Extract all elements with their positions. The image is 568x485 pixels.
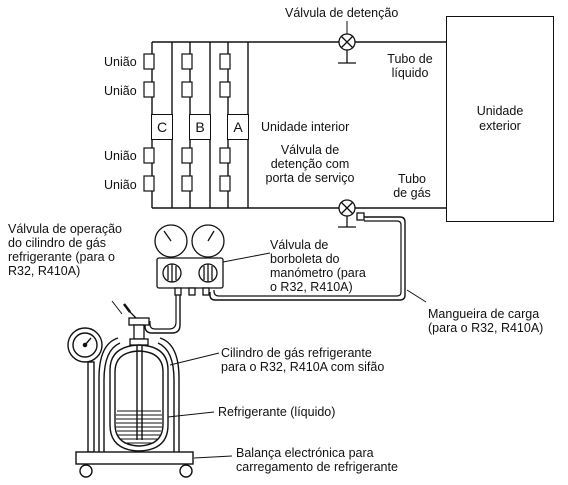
charging-hose-label-line-1: Mangueira de carga [428, 307, 540, 321]
siphon-tube [136, 345, 143, 440]
cylinder-label-line-1: Cilindro de gás refrigerante [221, 346, 372, 360]
liquid-level [116, 410, 162, 444]
cylinder-label: Cilindro de gás refrigerante para o R32,… [221, 346, 384, 374]
cylinder-valve-label-line-1: Válvula de operação [8, 222, 122, 236]
cylinder-hose [144, 295, 181, 334]
electronic-scale [67, 327, 194, 478]
cylinder-frame [98, 337, 180, 452]
outdoor-unit-label-2: exterior [479, 119, 521, 133]
indoor-unit-b: B [189, 114, 211, 140]
cylinder-label-line-2: para o R32, R410A com sifão [221, 360, 385, 374]
liquid-stop-valve-label: Válvula de detenção [285, 6, 399, 20]
liquid-stop-valve [338, 33, 356, 64]
service-valve-label: Válvula de detenção com porta de serviço [250, 143, 370, 185]
liquid-pipe-label: Tubo de líquido [380, 52, 440, 80]
service-valve-label-line-2: detenção com [270, 157, 350, 171]
scale-label-line-1: Balança electrónica para [236, 446, 374, 460]
charging-hose-label: Mangueira de carga (para o R32, R410A) [428, 307, 543, 335]
union-label-4: União [104, 178, 137, 192]
union-fittings [143, 53, 231, 192]
cylinder-valve [123, 303, 150, 346]
refrigerant-cylinder [109, 344, 169, 452]
service-valve-label-line-3: porta de serviço [265, 171, 355, 185]
gauge-valve-label: Válvula de borboleta do manómetro (para … [270, 238, 366, 294]
gauge-valve-label-line-1: Válvula de [270, 238, 329, 252]
union-label-2: União [104, 84, 137, 98]
union-label-3: União [104, 149, 137, 163]
union-label-1: União [104, 55, 137, 69]
gas-service-valve [338, 199, 365, 228]
gauge-valve-label-line-4: o R32, R410A) [270, 280, 353, 294]
indoor-unit-a-letter: A [233, 119, 243, 135]
refrigerant-liquid-label: Refrigerante (líquido) [218, 405, 336, 419]
charging-hose-label-line-2: (para o R32, R410A) [428, 321, 544, 335]
gas-pipe-label-line-2: de gás [393, 186, 431, 200]
cylinder-valve-label-line-2: do cilindro de gás [8, 236, 106, 250]
outdoor-unit-label-1: Unidade [476, 104, 524, 118]
charging-hose [209, 216, 406, 301]
service-valve-label-line-1: Válvula de [280, 143, 340, 157]
outdoor-unit: Unidade exterior [446, 16, 554, 222]
indoor-unit-label: Unidade interior [261, 120, 350, 134]
cylinder-valve-label: Válvula de operação do cilindro de gás r… [8, 222, 122, 278]
indoor-unit-a: A [227, 114, 249, 140]
gas-pipe-label-line-1: Tubo [397, 172, 427, 186]
manifold-gauge [154, 224, 225, 296]
gauge-valve-label-line-3: manómetro (para [270, 266, 366, 280]
indoor-unit-c-letter: C [156, 119, 168, 135]
cylinder-valve-label-line-4: R32, R410A) [8, 264, 81, 278]
scale-label: Balança electrónica para carregamento de… [236, 446, 398, 474]
liquid-pipe-label-line-1: Tubo de [387, 52, 433, 66]
gauge-valve-label-line-2: borboleta do [270, 252, 340, 266]
cylinder-valve-label-line-3: refrigerante (para o [8, 250, 116, 264]
indoor-unit-c: C [151, 114, 173, 140]
liquid-pipe-label-line-2: líquido [391, 66, 429, 80]
indoor-unit-b-letter: B [195, 119, 205, 135]
gas-pipe-label: Tubo de gás [384, 172, 440, 200]
leader-lines [111, 21, 427, 459]
scale-label-line-2: carregamento de refrigerante [236, 460, 398, 474]
